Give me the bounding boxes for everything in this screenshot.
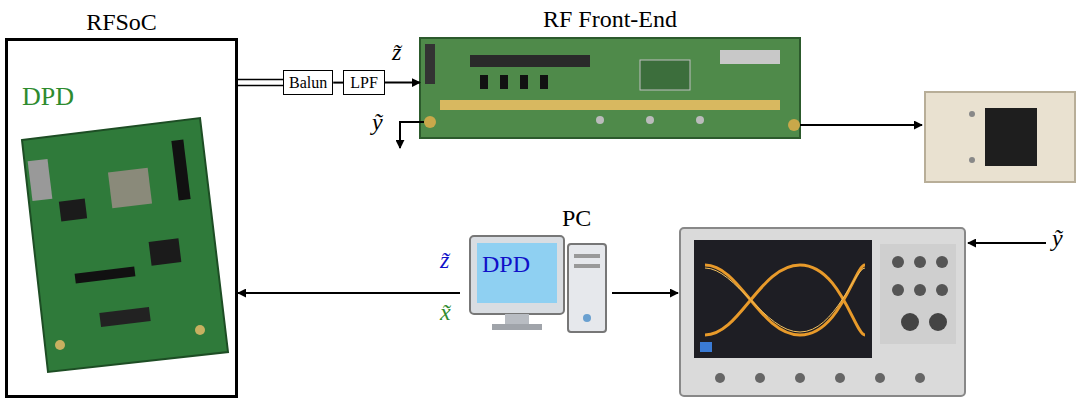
lpf-box: LPF [343, 70, 385, 95]
antenna-picture [925, 92, 1075, 182]
signal-name: z̃ [440, 248, 449, 272]
signal-name: ỹ [372, 110, 383, 134]
signal-name: x̃ [440, 300, 451, 324]
antenna-arrow [800, 124, 922, 126]
signal-connector [238, 80, 283, 86]
signal-connector [385, 82, 420, 84]
probe-arrow [968, 242, 1046, 244]
dpd-label: DPD [482, 251, 530, 277]
front-end-board-picture [420, 38, 800, 138]
title-label: RFSoC [86, 9, 157, 35]
output-lead [400, 122, 424, 148]
signal-name: ỹ [1052, 226, 1063, 250]
pc-picture [470, 236, 606, 332]
oscilloscope-picture [680, 228, 965, 396]
block-label: Balun [289, 73, 327, 92]
pc-box: PC DPD [460, 205, 610, 335]
rfsoc-board-picture [22, 118, 228, 372]
front-end-box: RF Front-End [420, 38, 800, 138]
block-label: LPF [350, 73, 378, 92]
title-label: PC [562, 205, 591, 231]
scope-arrow [612, 292, 678, 294]
signal-connector [238, 292, 460, 294]
balun-box: Balun [283, 70, 333, 95]
dpd-label: DPD [22, 83, 74, 112]
title-label: RF Front-End [543, 6, 677, 32]
signal-name: z̃ [392, 40, 401, 64]
rfsoc-box: RFSoCDPD [5, 38, 238, 398]
signal-connector [333, 82, 343, 84]
